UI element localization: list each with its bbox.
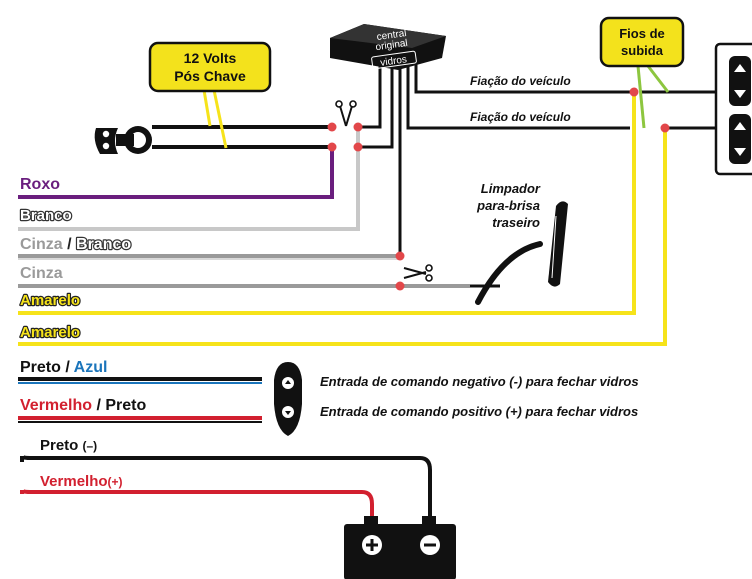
label-battery-preto: Preto (–) <box>40 437 97 454</box>
callout-fios-subida: Fios de subida <box>599 16 685 129</box>
label-battery-vermelho: Vermelho(+) <box>40 473 123 490</box>
battery-wire-preto <box>20 455 432 520</box>
rear-wiper-icon <box>470 201 568 305</box>
cut-scissors-icon <box>403 264 433 282</box>
command-close-positive: Entrada de comando positivo (+) para fec… <box>320 404 638 419</box>
label-cinza-branco: Cinza / Branco <box>20 236 131 253</box>
callout-fios-line2: subida <box>621 43 664 58</box>
label-amarelo-2: Amarelo <box>20 324 80 341</box>
central-line3: vidros <box>380 54 408 69</box>
wire-roxo <box>18 147 334 199</box>
wire-amarelo-2 <box>18 128 667 346</box>
window-up-icon <box>734 64 746 72</box>
central-module: central original vidros <box>330 24 446 70</box>
wiper-line3: traseiro <box>492 215 540 230</box>
key-wires <box>152 60 720 256</box>
command-close-negative: Entrada de comando negativo (-) para fec… <box>320 374 639 389</box>
label-branco: Branco <box>20 207 72 224</box>
central-line2: original <box>375 38 408 53</box>
wire-amarelo-1 <box>18 92 636 315</box>
label-vermelho-preto: Vermelho / Preto <box>20 397 146 414</box>
wire-vermelho-preto <box>18 416 262 423</box>
window-down-icon <box>734 90 746 98</box>
callout-12-volts: 12 Volts Pós Chave <box>148 41 272 149</box>
window-up-icon <box>734 122 746 130</box>
cut-scissors-icon <box>335 100 357 127</box>
label-cinza: Cinza <box>20 265 63 282</box>
wiper-line2: para-brisa <box>476 198 540 213</box>
central-line1: central <box>376 28 407 43</box>
window-down-icon <box>734 148 746 156</box>
label-roxo: Roxo <box>20 176 60 193</box>
wire-preto-azul <box>18 377 262 384</box>
battery-wire-vermelho <box>20 489 374 520</box>
vehicle-wiring-bottom: Fiação do veículo <box>470 110 571 124</box>
callout-12-volts-line1: 12 Volts <box>184 50 237 66</box>
label-preto-azul: Preto / Azul <box>20 359 107 376</box>
callout-fios-line1: Fios de <box>619 26 665 41</box>
wire-branco <box>18 127 360 231</box>
ignition-key-icon <box>94 126 152 154</box>
connection-dots <box>327 87 670 291</box>
callout-12-volts-line2: Pós Chave <box>174 68 246 84</box>
wire-cinza-branco <box>18 254 400 260</box>
battery-icon <box>344 516 456 579</box>
vehicle-wiring-top: Fiação do veículo <box>470 74 571 88</box>
window-switch-panel <box>714 42 752 176</box>
label-amarelo-1: Amarelo <box>20 292 80 309</box>
wiper-line1: Limpador <box>481 181 541 196</box>
remote-control-icon <box>274 362 302 436</box>
